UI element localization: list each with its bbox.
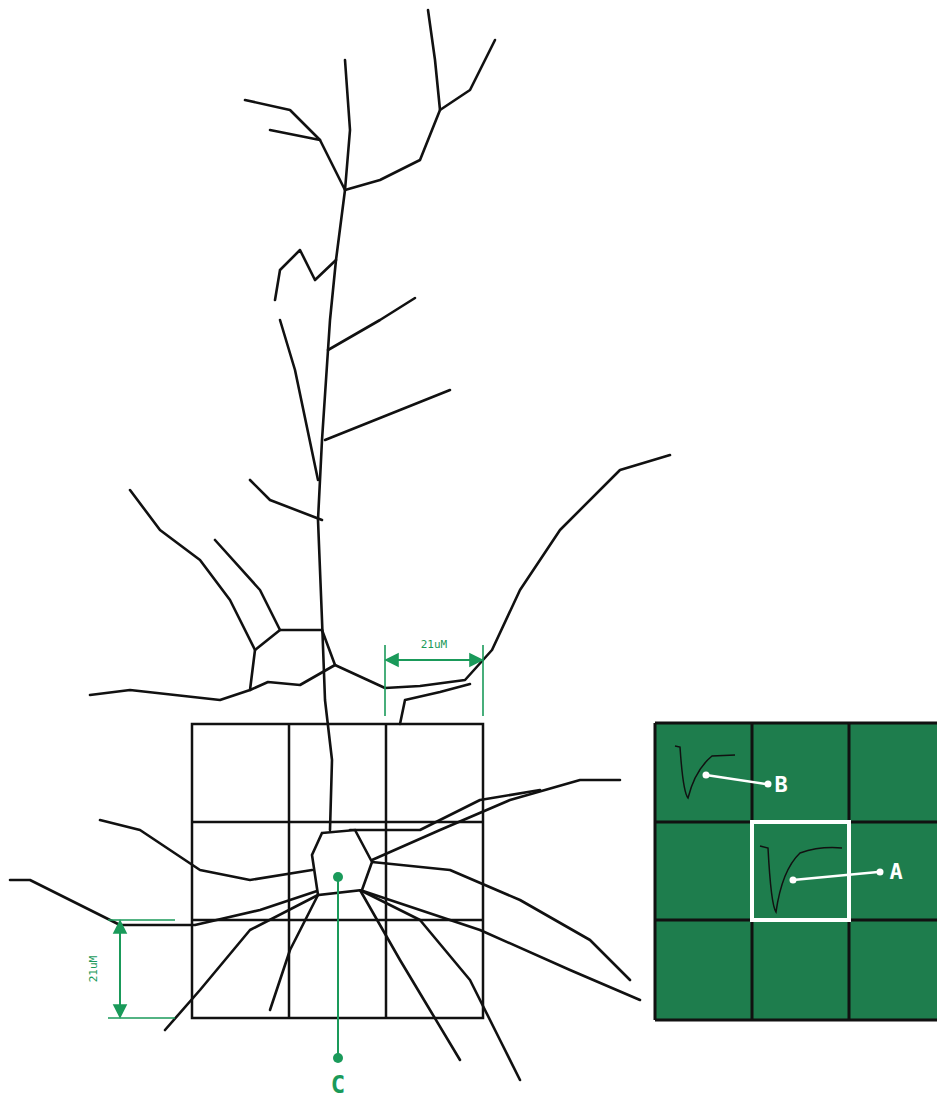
- c-pointer: [333, 872, 343, 1063]
- dendrites: [10, 10, 670, 1080]
- soma: [312, 830, 372, 895]
- callout-letter: C: [331, 1073, 345, 1097]
- callout-letter: B: [774, 774, 787, 796]
- response-grid: [655, 723, 937, 1020]
- dimension-marks: [108, 645, 483, 1018]
- dimension-label: 21uM: [421, 639, 448, 650]
- dimension-label: 21uM: [88, 956, 99, 983]
- callout-letter: A: [889, 861, 902, 883]
